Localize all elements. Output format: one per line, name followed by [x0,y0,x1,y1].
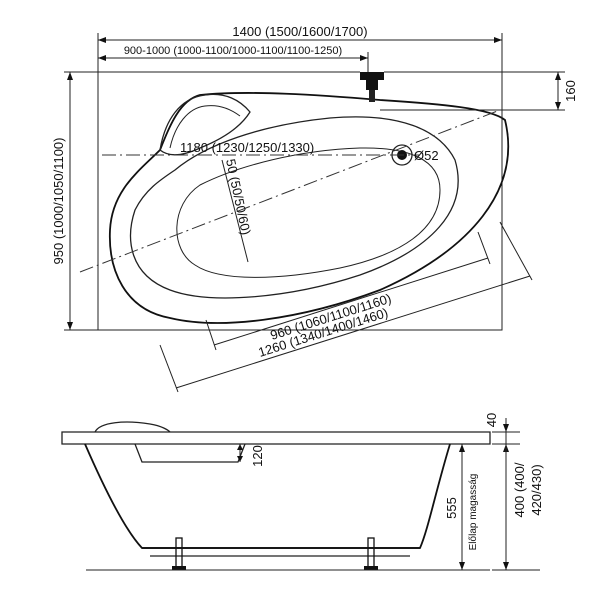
dim-inner-width: 900-1000 (1000-1100/1000-1100/1100-1250) [98,45,369,72]
rim-height-label: 40 [484,413,499,427]
depth-label: 950 (1000/1050/1100) [51,138,66,265]
support-label: Előlap magasság [468,474,479,551]
side-tub-body [84,443,451,549]
dim-headrest-height: 120 [237,444,265,467]
headrest-height-label: 120 [250,445,265,467]
inner-width-label: 900-1000 (1000-1100/1000-1100/1100-1250) [124,45,342,57]
drain-offset-label: 160 [563,80,578,102]
side-rim [61,431,491,445]
leg-right [364,537,378,570]
dim-legs-height: 400 (400/ 420/430) [492,444,544,571]
legs-height-label-line2: 420/430) [529,464,544,515]
outer-rectangle [97,72,503,331]
side-headrest [94,421,171,433]
tub-long-axis [79,109,501,273]
bathtub-outer-rim [109,92,510,324]
headrest-inner [169,105,241,149]
dim-overall-width: 1400 (1500/1600/1700) [97,24,503,118]
top-view: 1400 (1500/1600/1700) 900-1000 (1000-110… [51,24,578,393]
tap-fitting [360,72,384,102]
dim-rim-height: 40 [484,413,520,458]
side-view: 40 120 555 Előlap magasság 400 (400/ 420… [61,413,544,571]
dim-depth: 950 (1000/1050/1100) [51,71,98,331]
dim-drain-offset: 160 [380,71,578,111]
leg-left [172,537,186,570]
dim-inner-bottom-width: 50 (50/50/60) [221,158,254,263]
bathtub-inner-edge [129,116,459,299]
dim-total-height: 555 [444,444,465,570]
bathtub-bottom-outline [176,147,441,278]
side-armrest-recess [134,443,246,463]
overall-width-label: 1400 (1500/1600/1700) [232,24,367,39]
inner-bottom-width-label: 50 (50/50/60) [223,158,254,237]
axis-length-label: 1180 (1230/1250/1330) [180,140,314,155]
headrest [159,93,251,156]
total-height-label: 555 [444,497,459,519]
legs-height-label-line1: 400 (400/ [512,462,527,517]
drain-diameter-label: Ø52 [414,148,439,163]
